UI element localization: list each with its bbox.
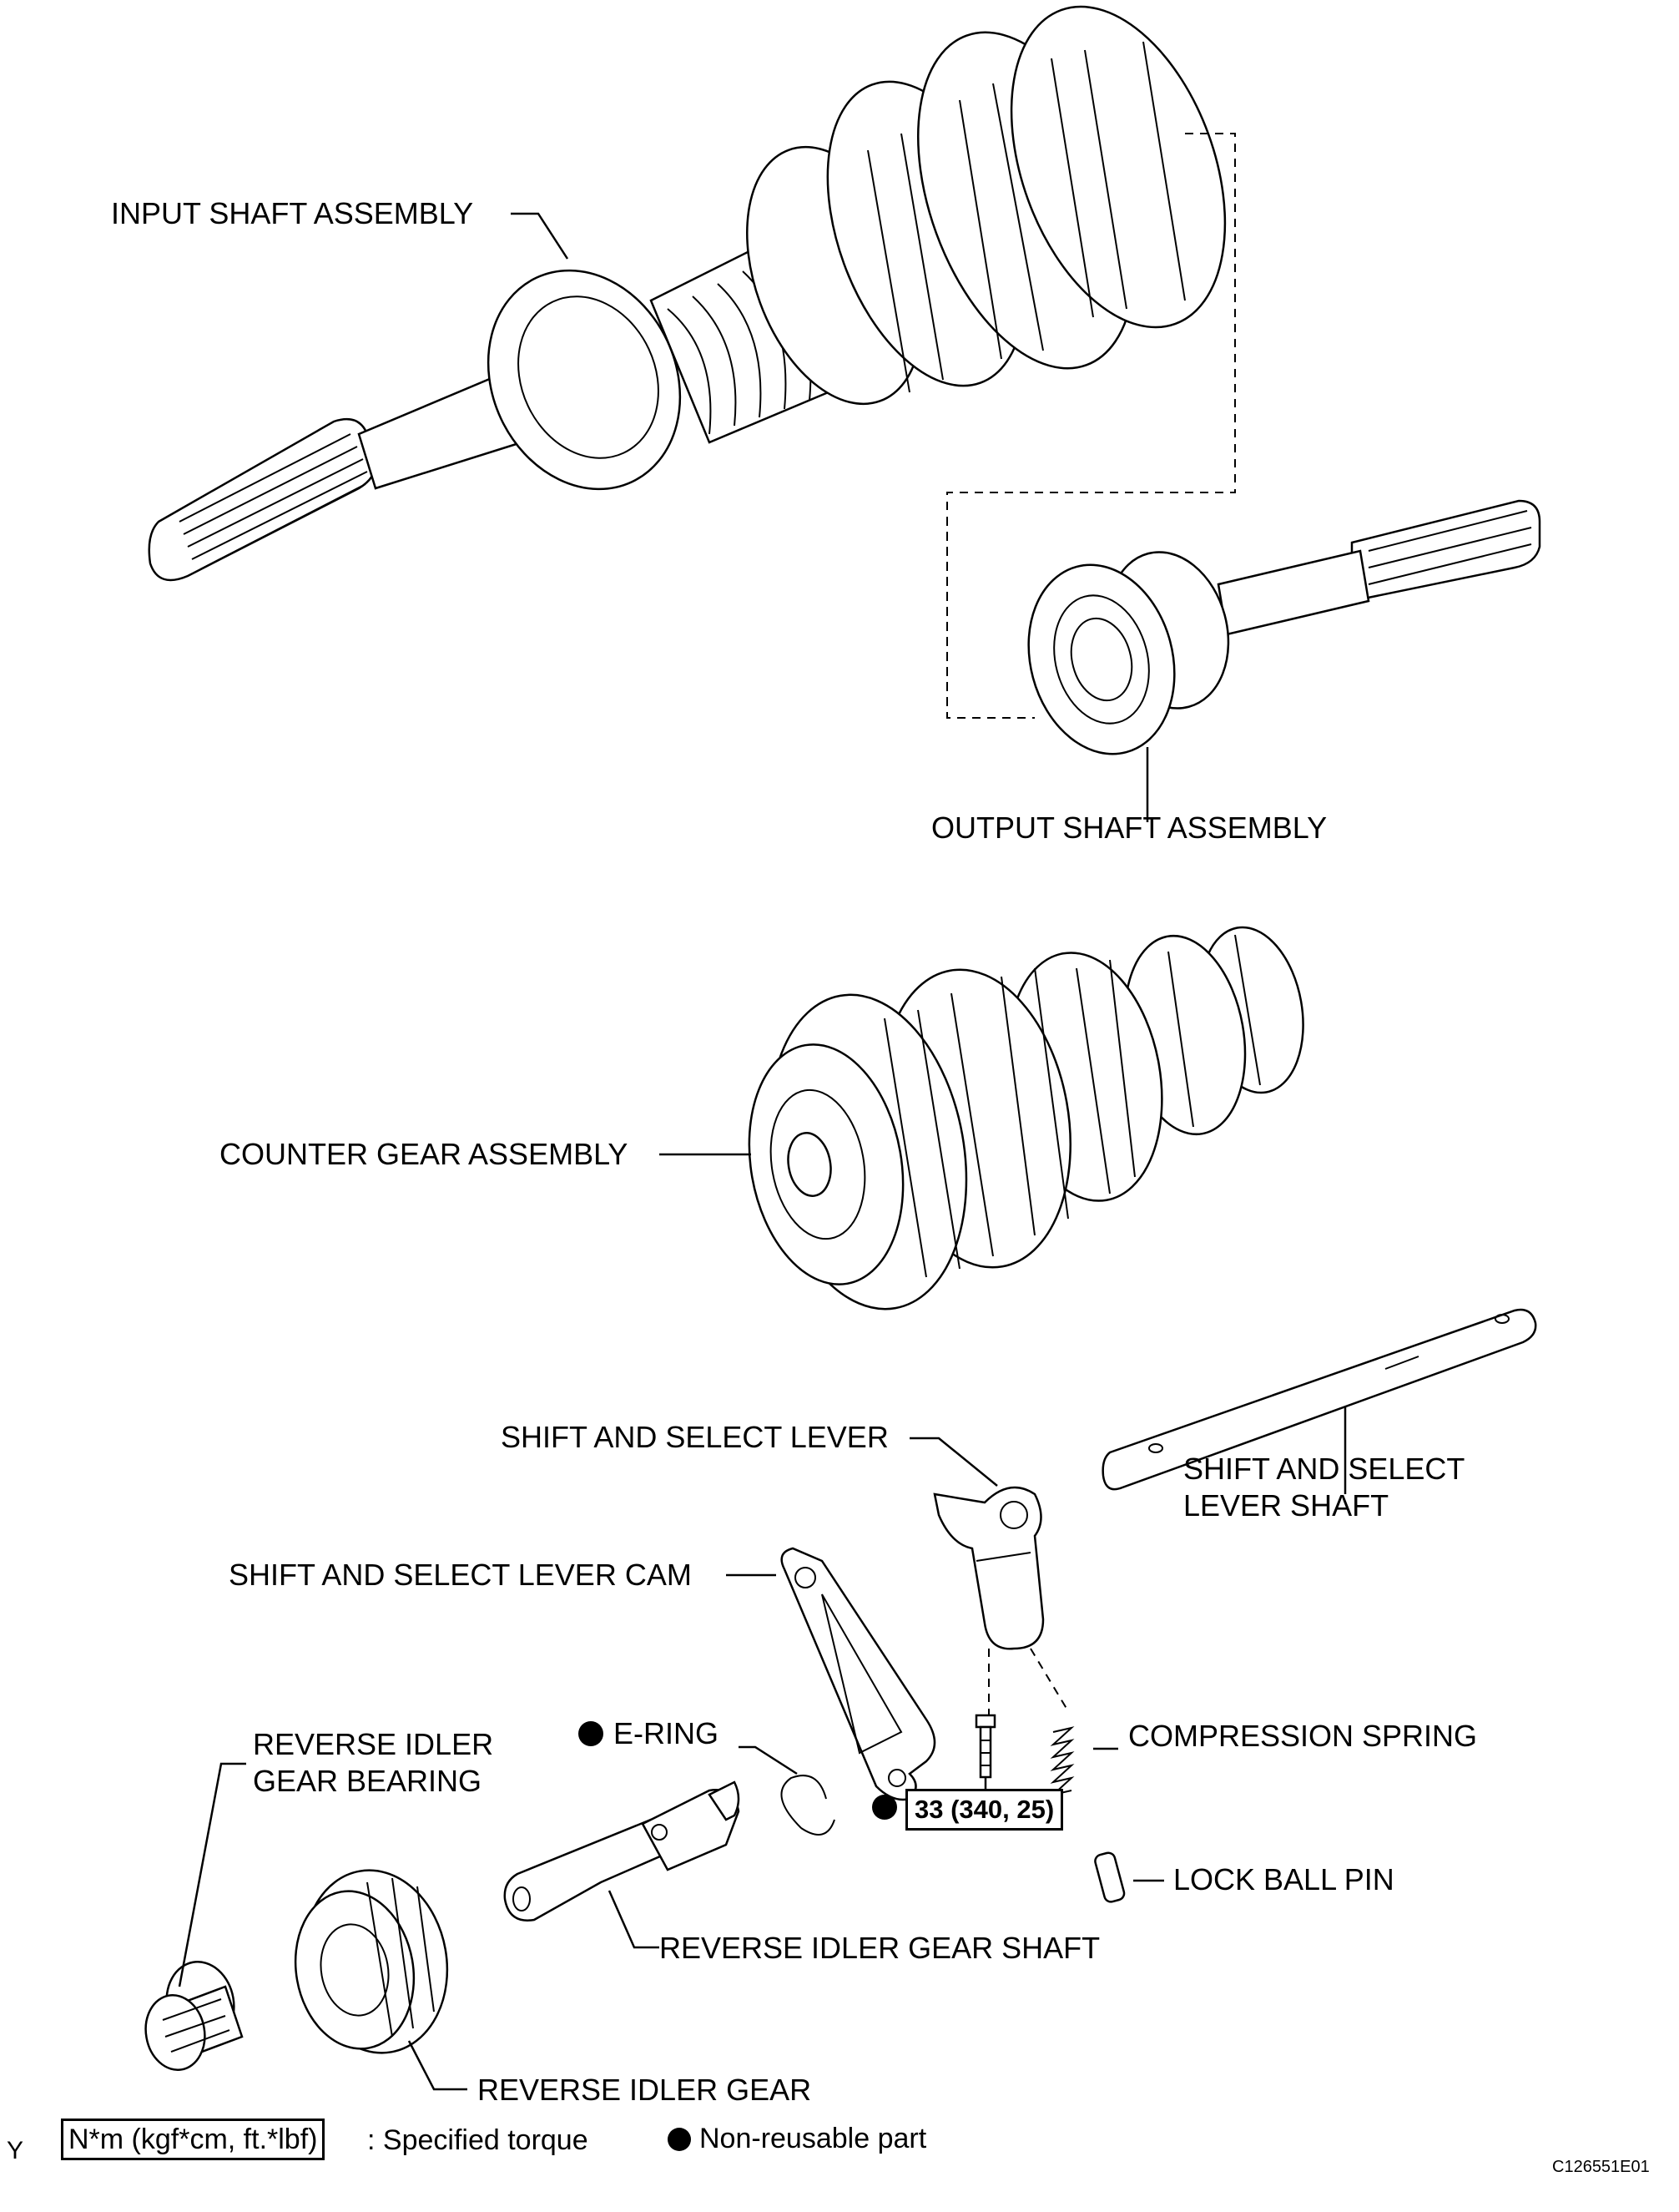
non-reusable-dot-e-ring <box>578 1721 603 1746</box>
reverse-idler-shaft-drawing <box>503 1780 740 1949</box>
label-shift-and-select-lever: SHIFT AND SELECT LEVER <box>501 1420 889 1454</box>
label-counter-gear-assembly: COUNTER GEAR ASSEMBLY <box>219 1137 628 1171</box>
legend-non-reusable-dot <box>668 2128 691 2151</box>
legend-non-reusable-part: Non-reusable part <box>699 2123 927 2154</box>
output-shaft-assembly-drawing <box>946 499 1541 822</box>
label-reverse-idler-gear-bearing: REVERSE IDLER GEAR BEARING <box>253 1727 494 1798</box>
label-output-shaft-assembly: OUTPUT SHAFT ASSEMBLY <box>931 811 1328 845</box>
compression-spring-drawing <box>1050 1726 1118 1796</box>
shift-lever-shaft-drawing <box>1102 1308 1537 1494</box>
counter-gear-assembly-drawing <box>659 926 1304 1311</box>
label-shift-and-select-lever-cam: SHIFT AND SELECT LEVER CAM <box>229 1558 692 1592</box>
corner-mark: Y <box>7 2137 24 2164</box>
non-reusable-dot-bolt <box>872 1795 897 1820</box>
label-shift-and-select-lever-shaft: SHIFT AND SELECT LEVER SHAFT <box>1183 1452 1465 1523</box>
label-reverse-idler-gear: REVERSE IDLER GEAR <box>477 2073 812 2107</box>
legend-specified-torque: : Specified torque <box>367 2124 588 2156</box>
label-input-shaft-assembly: INPUT SHAFT ASSEMBLY <box>111 196 474 230</box>
input-shaft-assembly-drawing <box>148 5 1236 718</box>
e-ring-drawing <box>739 1745 835 1836</box>
torque-spec-box: 33 (340, 25) <box>905 1789 1064 1831</box>
label-compression-spring: COMPRESSION SPRING <box>1128 1719 1478 1753</box>
shift-lever-cam-drawing <box>726 1547 936 1801</box>
reverse-idler-bearing-drawing <box>144 1762 246 2071</box>
label-lock-ball-pin: LOCK BALL PIN <box>1173 1862 1394 1896</box>
legend-torque-units-box: N*m (kgf*cm, ft.*lbf) <box>61 2119 325 2160</box>
label-e-ring: E-RING <box>613 1716 718 1750</box>
lock-ball-pin-drawing <box>1094 1851 1164 1903</box>
label-reverse-idler-gear-shaft: REVERSE IDLER GEAR SHAFT <box>659 1931 1101 1965</box>
reverse-idler-gear-drawing <box>294 1869 467 2091</box>
shift-lever-drawing <box>910 1437 1069 1740</box>
figure-code: C126551E01 <box>1552 2158 1650 2176</box>
